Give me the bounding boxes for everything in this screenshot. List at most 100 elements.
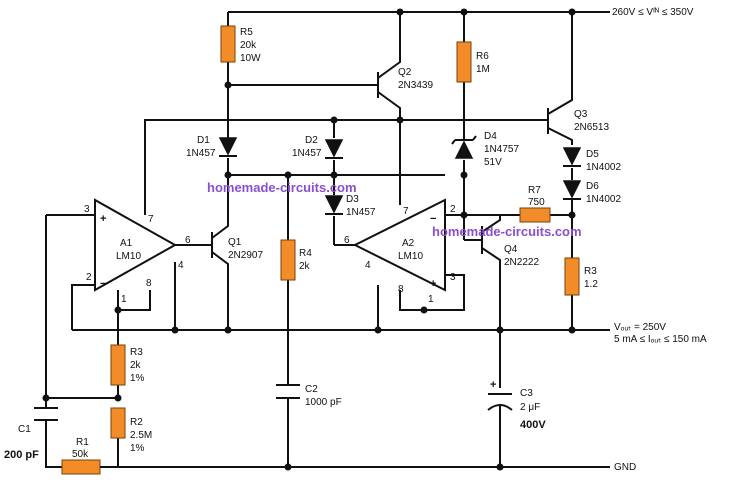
c2-value: 1000 pF xyxy=(305,397,342,408)
q1-name: Q1 xyxy=(228,237,242,248)
r4-value: 2k xyxy=(299,261,311,272)
a2-pin: 3 xyxy=(450,272,456,283)
svg-text:+: + xyxy=(490,379,496,391)
vin-label: 260V ≤ Vᴵᴺ ≤ 350V xyxy=(612,7,694,18)
capacitor-c1: C1 200 pF xyxy=(4,398,58,461)
resistor-r2: R2 2.5M 1% xyxy=(110,407,152,454)
r3b-value: 1.2 xyxy=(584,279,598,290)
r3-extra: 1% xyxy=(130,373,145,384)
diode-d4: D4 1N4757 51V xyxy=(451,131,519,168)
d2-part: 1N457 xyxy=(292,148,322,159)
a2-pin: 2 xyxy=(450,204,456,215)
a1-pin: 2 xyxy=(86,272,92,283)
r5-extra: 10W xyxy=(240,53,261,64)
diode-d2: D2 1N457 xyxy=(292,135,344,159)
a1-name: A1 xyxy=(120,238,133,249)
q1-part: 2N2907 xyxy=(228,250,263,261)
a1-pin: 7 xyxy=(148,214,154,225)
svg-text:+: + xyxy=(430,278,436,290)
c3-extra: 400V xyxy=(520,419,546,431)
opamp-a1: + − A1 LM10 3 2 7 6 4 1 8 xyxy=(84,198,191,305)
watermark-1: homemade-circuits.com xyxy=(207,180,357,195)
a2-pin: 8 xyxy=(398,284,404,295)
r1-name: R1 xyxy=(76,437,89,448)
a1-pin: 8 xyxy=(146,278,152,289)
r5-value: 20k xyxy=(240,40,257,51)
resistor-r1: R1 50k xyxy=(61,437,101,475)
r2-value: 2.5M xyxy=(130,430,152,441)
opamp-a2: − + A2 LM10 7 2 6 3 8 4 1 xyxy=(344,198,456,305)
transistor-q1: Q1 2N2907 xyxy=(228,237,263,261)
a2-pin: 7 xyxy=(403,206,409,217)
q3-part: 2N6513 xyxy=(574,122,609,133)
r7-value: 750 xyxy=(528,197,545,208)
a1-pin: 1 xyxy=(121,294,127,305)
a1-pin: 3 xyxy=(84,204,90,215)
a1-part: LM10 xyxy=(116,251,141,262)
c3-value: 2 μF xyxy=(520,402,540,413)
capacitor-c2: C2 1000 pF xyxy=(276,384,342,408)
svg-text:−: − xyxy=(100,278,106,290)
d4-part: 1N4757 xyxy=(484,144,519,155)
resistor-r7: R7 750 xyxy=(519,185,551,223)
a1-pin: 6 xyxy=(185,235,191,246)
a2-pin: 6 xyxy=(344,235,350,246)
diode-d3: D3 1N457 xyxy=(324,194,376,218)
q3-name: Q3 xyxy=(574,109,588,120)
r2-name: R2 xyxy=(130,417,143,428)
watermark-2: homemade-circuits.com xyxy=(432,224,582,239)
d3-part: 1N457 xyxy=(346,207,376,218)
resistor-r6: R6 1M xyxy=(456,41,490,83)
d1-part: 1N457 xyxy=(186,148,216,159)
d5-part: 1N4002 xyxy=(586,162,621,173)
transistor-q3: Q3 2N6513 xyxy=(574,109,609,133)
diode-d6: D6 1N4002 xyxy=(562,180,621,205)
c1-value: 200 pF xyxy=(4,449,39,461)
r3-name: R3 xyxy=(130,347,143,358)
transistor-q4: Q4 2N2222 xyxy=(504,244,539,268)
d3-name: D3 xyxy=(346,194,359,205)
a1-pin: 4 xyxy=(178,260,184,271)
diode-d5: D5 1N4002 xyxy=(562,147,621,173)
diode-d1: D1 1N457 xyxy=(186,135,238,159)
q4-name: Q4 xyxy=(504,244,518,255)
r7-name: R7 xyxy=(528,185,541,196)
r4-name: R4 xyxy=(299,248,312,259)
r6-value: 1M xyxy=(476,64,490,75)
r2-extra: 1% xyxy=(130,443,145,454)
r3b-name: R3 xyxy=(584,266,597,277)
r3-value: 2k xyxy=(130,360,142,371)
d6-name: D6 xyxy=(586,181,599,192)
a2-part: LM10 xyxy=(398,251,423,262)
resistor-r4: R4 2k xyxy=(280,239,312,281)
q2-part: 2N3439 xyxy=(398,80,433,91)
d4-name: D4 xyxy=(484,131,497,142)
r6-name: R6 xyxy=(476,51,489,62)
c1-name: C1 xyxy=(18,424,31,435)
c2-name: C2 xyxy=(305,384,318,395)
a2-pin: 1 xyxy=(428,294,434,305)
a2-name: A2 xyxy=(402,238,415,249)
d4-extra: 51V xyxy=(484,157,502,168)
d1-name: D1 xyxy=(197,135,210,146)
d5-name: D5 xyxy=(586,149,599,160)
gnd-label: GND xyxy=(614,462,636,473)
resistor-r3-divider: R3 2k 1% xyxy=(110,344,145,386)
r1-value: 50k xyxy=(72,449,89,460)
wires xyxy=(45,11,610,468)
d6-part: 1N4002 xyxy=(586,194,621,205)
svg-text:+: + xyxy=(100,213,106,225)
q2-name: Q2 xyxy=(398,67,412,78)
iout-label: 5 mA ≤ Iₒᵤₜ ≤ 150 mA xyxy=(614,334,707,345)
c3-name: C3 xyxy=(520,388,533,399)
capacitor-c3: + C3 2 μF 400V xyxy=(487,379,546,431)
transistor-q2: Q2 2N3439 xyxy=(398,67,433,91)
resistor-r5: R5 20k 10W xyxy=(220,25,261,64)
resistor-r3-output: R3 1.2 xyxy=(564,257,598,296)
a2-pin: 4 xyxy=(365,260,371,271)
svg-text:−: − xyxy=(430,213,436,225)
vout-label: Vₒᵤₜ = 250V xyxy=(614,322,666,333)
r5-name: R5 xyxy=(240,27,253,38)
d2-name: D2 xyxy=(305,135,318,146)
